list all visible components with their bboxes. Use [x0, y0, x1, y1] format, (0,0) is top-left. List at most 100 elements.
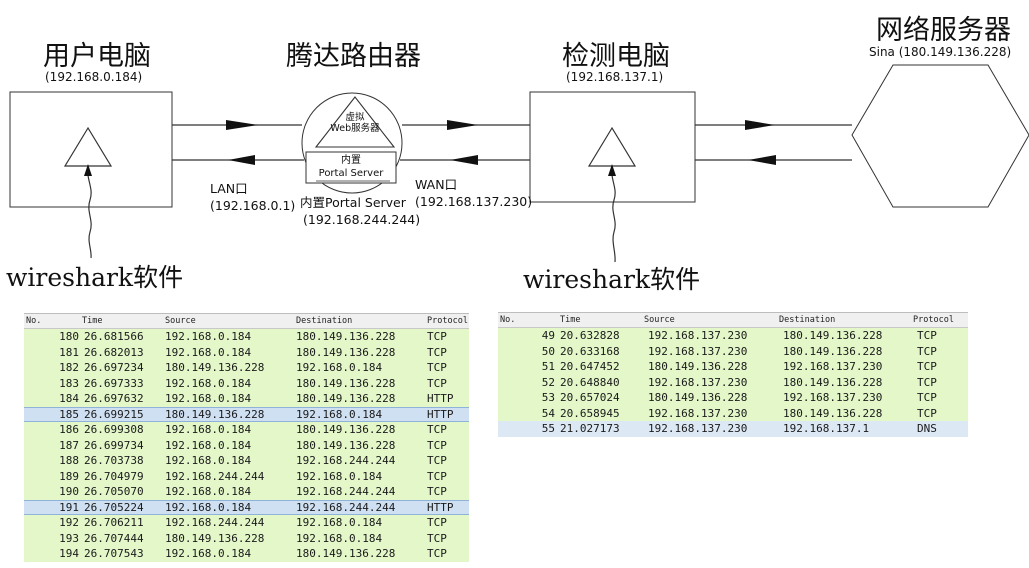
cell-destination: 192.168.137.1 — [783, 422, 870, 436]
col-time[interactable]: Time — [82, 316, 103, 326]
detect-pc-title: 检测电脑 — [562, 41, 670, 72]
cell-no: 53 — [541, 391, 555, 405]
col-destination[interactable]: Destination — [296, 316, 353, 326]
net-server-title: 网络服务器 — [876, 15, 1011, 46]
user-pc-ip: (192.168.0.184) — [45, 70, 143, 84]
cell-protocol: TCP — [427, 454, 447, 468]
cell-protocol: TCP — [427, 547, 447, 561]
arrow-left-1 — [228, 155, 255, 165]
cell-protocol: TCP — [427, 531, 447, 545]
arrow-left-3 — [748, 155, 776, 165]
cell-source: 192.168.0.184 — [165, 500, 252, 514]
packet-list-right-header: No. Time Source Destination Protocol — [498, 313, 968, 328]
cell-no: 184 — [59, 392, 79, 406]
wireshark-link-right — [611, 165, 616, 263]
cell-source: 180.149.136.228 — [165, 531, 265, 545]
cell-source: 192.168.0.184 — [165, 392, 252, 406]
cell-time: 26.707543 — [84, 547, 144, 561]
cell-protocol: TCP — [917, 360, 937, 374]
cell-source: 192.168.0.184 — [165, 547, 252, 561]
net-server-ip: Sina (180.149.136.228) — [869, 45, 1012, 59]
col-no[interactable]: No. — [500, 315, 516, 325]
portal-server-inner-label: 内置 Portal Server — [306, 154, 396, 180]
cell-destination: 180.149.136.228 — [296, 438, 396, 452]
cell-destination: 192.168.0.184 — [296, 407, 383, 421]
cell-destination: 192.168.0.184 — [296, 361, 383, 375]
col-source[interactable]: Source — [165, 316, 196, 326]
cell-no: 193 — [59, 531, 79, 545]
col-protocol[interactable]: Protocol — [427, 316, 468, 326]
col-source[interactable]: Source — [644, 315, 675, 325]
portal-inner-line1: 内置 — [341, 155, 361, 166]
virtual-label-line2: Web服务器 — [330, 123, 380, 134]
cell-source: 192.168.0.184 — [165, 485, 252, 499]
router-title: 腾达路由器 — [286, 41, 421, 72]
cell-time: 20.658945 — [560, 406, 620, 420]
cell-no: 192 — [59, 516, 79, 530]
cell-protocol: TCP — [917, 375, 937, 389]
virtual-web-server-triangle — [314, 96, 396, 148]
cell-destination: 192.168.244.244 — [296, 485, 396, 499]
cell-destination: 180.149.136.228 — [296, 345, 396, 359]
col-time[interactable]: Time — [560, 315, 581, 325]
cell-source: 192.168.244.244 — [165, 516, 265, 530]
cell-protocol: TCP — [917, 329, 937, 343]
col-no[interactable]: No. — [26, 316, 42, 326]
cell-source: 192.168.137.230 — [648, 406, 748, 420]
cell-destination: 180.149.136.228 — [296, 423, 396, 437]
cell-destination: 180.149.136.228 — [783, 406, 883, 420]
cell-time: 26.703738 — [84, 454, 144, 468]
cell-protocol: DNS — [917, 422, 937, 436]
cell-time: 26.705070 — [84, 485, 144, 499]
cell-time: 20.632828 — [560, 329, 620, 343]
wan-ip-label: (192.168.137.230) — [415, 194, 533, 209]
wireshark-label-left: wireshark软件 — [6, 263, 184, 292]
col-protocol[interactable]: Protocol — [913, 315, 954, 325]
cell-destination: 192.168.0.184 — [296, 516, 383, 530]
cell-destination: 192.168.137.230 — [783, 391, 883, 405]
cell-time: 26.681566 — [84, 330, 144, 344]
portal-ip-label: (192.168.244.244) — [303, 212, 421, 227]
col-destination[interactable]: Destination — [779, 315, 836, 325]
packet-list-left: No. Time Source Destination Protocol 180… — [24, 313, 469, 562]
cell-source: 192.168.137.230 — [648, 329, 748, 343]
cell-no: 181 — [59, 345, 79, 359]
cell-time: 26.699308 — [84, 423, 144, 437]
portal-server-rect — [305, 151, 397, 184]
cell-source: 180.149.136.228 — [165, 407, 265, 421]
cell-source: 192.168.244.244 — [165, 469, 265, 483]
cell-source: 192.168.137.230 — [648, 375, 748, 389]
cell-time: 20.647452 — [560, 360, 620, 374]
cell-source: 192.168.137.230 — [648, 344, 748, 358]
lan-ip-label: (192.168.0.1) — [210, 198, 296, 213]
cell-no: 182 — [59, 361, 79, 375]
wan-port-label: WAN口 — [415, 177, 458, 192]
cell-time: 26.697632 — [84, 392, 144, 406]
cell-time: 26.697333 — [84, 376, 144, 390]
arrow-right-1 — [226, 120, 258, 130]
